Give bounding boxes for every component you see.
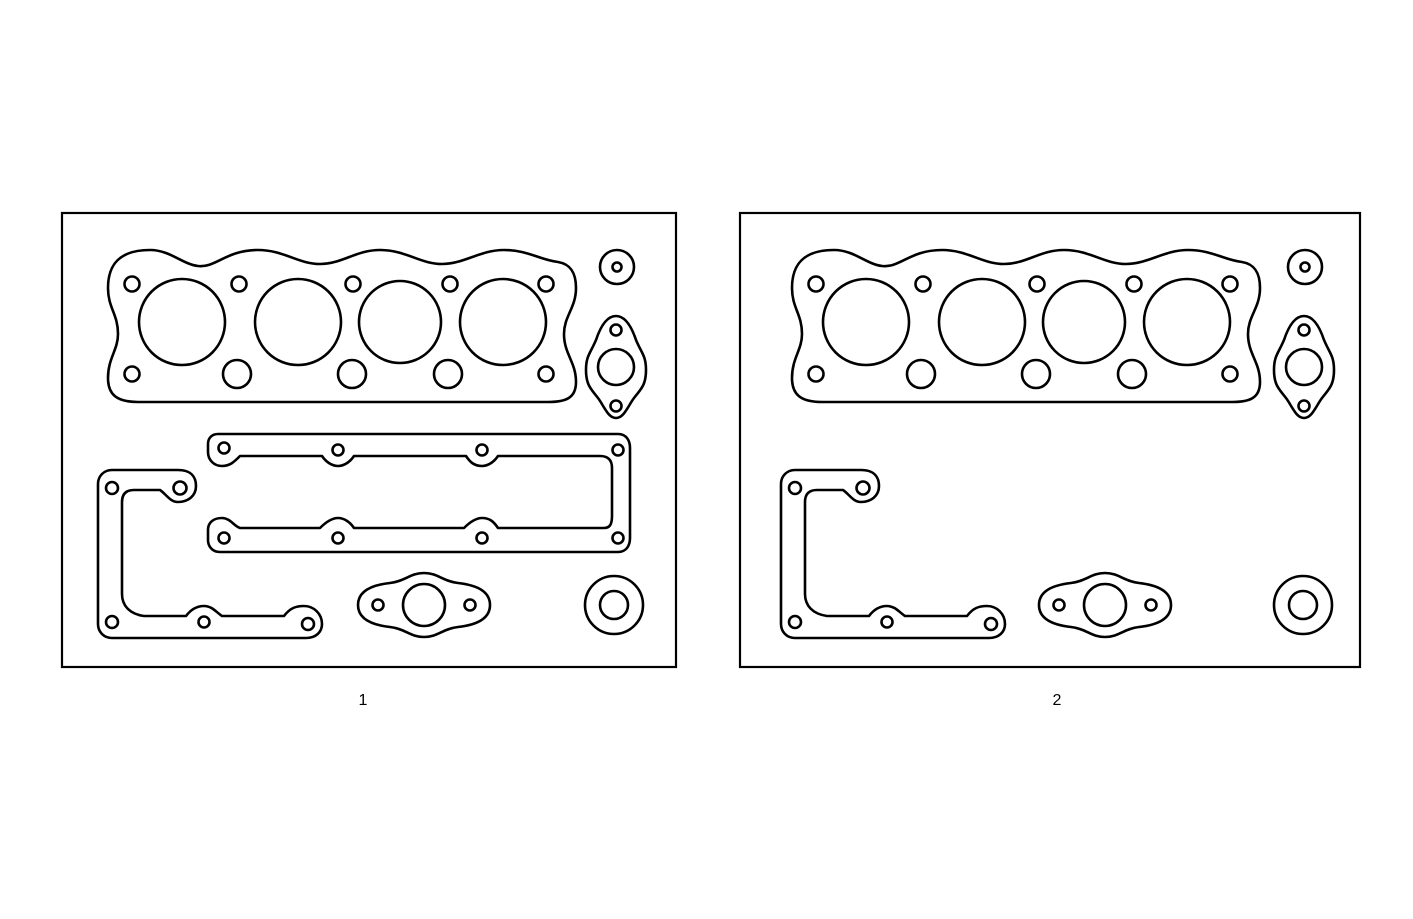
panel-2-round-gasket bbox=[1272, 574, 1334, 636]
panel-2-small-ring bbox=[1286, 248, 1324, 286]
panel-2-oval-gasket bbox=[1272, 314, 1336, 420]
panel-2-flange-gasket bbox=[1037, 571, 1173, 639]
panel-1-oval-gasket bbox=[584, 314, 648, 420]
panel-1-frame bbox=[60, 211, 678, 669]
panel-1-label: 1 bbox=[358, 692, 368, 709]
panel-1-round-gasket bbox=[583, 574, 645, 636]
panel-1-head-gasket bbox=[106, 248, 578, 404]
panel-2-frame bbox=[738, 211, 1362, 669]
panel-2-head-gasket bbox=[790, 248, 1262, 404]
panel-1-cover-gasket bbox=[206, 432, 632, 554]
panel-1-flange-gasket bbox=[356, 571, 492, 639]
panel-2-side-gasket bbox=[779, 468, 1007, 640]
panel-2-label: 2 bbox=[1052, 692, 1062, 709]
panel-1-small-ring bbox=[598, 248, 636, 286]
panel-1-side-gasket bbox=[96, 468, 324, 640]
